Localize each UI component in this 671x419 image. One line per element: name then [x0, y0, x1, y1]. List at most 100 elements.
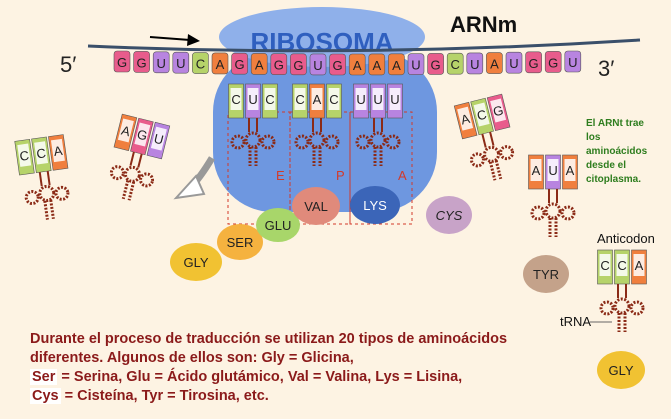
trna-nucleotide-face	[372, 88, 384, 110]
trna-anticodon-letter: U	[390, 92, 399, 107]
trna-anticodon-stem	[548, 189, 558, 203]
trna-nucleotide-face	[530, 159, 542, 181]
amino-acid-gly	[170, 243, 222, 281]
trna-nucleotide-face	[616, 254, 628, 276]
trna-left-loop	[24, 190, 40, 206]
site-p-label: P	[336, 168, 345, 183]
trna-center-loop	[483, 145, 501, 163]
trna-center-loop	[308, 131, 326, 149]
amino-acid-gly-right	[597, 351, 645, 389]
trna-right-loop	[324, 134, 340, 150]
trna-anticodon-stem	[373, 118, 383, 132]
trna-nucleotide-face	[328, 88, 340, 110]
mrna-nucleotide-label: U	[509, 56, 518, 71]
amino-acid-ser	[217, 224, 263, 260]
mrna-nucleotide	[427, 53, 444, 75]
site-e-label: E	[276, 168, 285, 183]
mrna-nucleotide-label: C	[451, 57, 460, 72]
mrna-nucleotide-label: G	[293, 58, 303, 73]
trna-acceptor-stem	[312, 147, 322, 166]
mrna-nucleotide	[211, 52, 229, 75]
trna-anticodon-letter: A	[635, 258, 644, 273]
trna-anticodon-letter: U	[373, 92, 382, 107]
trna-center-loop	[244, 131, 262, 149]
trna-nucleotide-face	[17, 143, 32, 167]
mrna-nucleotide	[466, 52, 484, 75]
mrna-nucleotide	[152, 51, 170, 74]
trna-left-loop	[294, 134, 310, 150]
note-line-3: aminoácidos	[586, 146, 648, 157]
trna-nucleotide-face	[389, 88, 401, 110]
trna-anticodon-letter: U	[548, 163, 557, 178]
trna-acceptor-stem	[488, 160, 503, 181]
trna-nucleotide-face	[50, 138, 65, 163]
trna-anticodon-letter: C	[475, 107, 488, 124]
mrna-nucleotide	[290, 53, 307, 76]
mrna-nucleotide-label: U	[313, 58, 322, 73]
trna-nucleotide-face	[264, 88, 276, 110]
trna-right-loop	[139, 172, 155, 188]
exit-arrow	[173, 156, 216, 200]
mrna-nucleotide	[348, 53, 366, 76]
trna-nucleotide-face	[294, 88, 306, 110]
trna-anticodon-letter: C	[231, 92, 240, 107]
caption-cys: Cys	[30, 388, 61, 404]
caption-part-2: = Serina, Glu = Ácido glutámico, Val = V…	[57, 369, 463, 385]
mrna-nucleotide	[388, 53, 405, 76]
mrna-nucleotide-label: A	[216, 57, 225, 72]
trna-anticodon-letter: A	[566, 163, 575, 178]
trna-nucleotide-face	[134, 122, 151, 147]
trna-nucleotide-face	[457, 106, 474, 131]
trna-acceptor-stem	[248, 147, 258, 166]
mrna-nucleotide	[368, 53, 386, 76]
mrna-nucleotide	[525, 51, 542, 74]
note-line-1: El ARNt trae	[586, 118, 644, 129]
trna-anticodon-letter: G	[136, 127, 149, 144]
amino-acid-glu-label: GLU	[265, 218, 292, 233]
trna-anticodon-letter: A	[313, 92, 322, 107]
mrna-nucleotide	[133, 51, 150, 73]
amino-acid-chain: GLY SER GLU VAL LYS CYS TYR GLY	[170, 186, 645, 389]
trna-anticodon-stem	[129, 151, 143, 168]
mrna-nucleotide-label: G	[117, 55, 127, 70]
mrna-nucleotide	[564, 50, 582, 73]
caption-part-3: = Cisteína, Tyr = Tirosina, etc.	[60, 388, 269, 404]
mrna-nucleotide-label: U	[470, 57, 479, 72]
amino-acid-val	[292, 187, 340, 225]
trna-nucleotide-face	[599, 254, 611, 276]
trna-right-loop	[54, 185, 70, 201]
ribosome-large-subunit	[213, 52, 437, 212]
trna-anticodon-letter: C	[35, 145, 46, 161]
trna-nucleotide-face	[150, 126, 167, 151]
mrna-nucleotide	[407, 53, 425, 75]
trna-anticodon-letter: U	[152, 131, 165, 148]
amino-acid-val-label: VAL	[304, 199, 328, 214]
trna-center-loop	[38, 184, 56, 202]
mrna-nucleotide	[231, 52, 248, 75]
mrna-nucleotide-label: A	[255, 57, 264, 72]
trna-anticodon-letter: A	[459, 111, 471, 128]
mrna-nucleotide	[446, 52, 464, 75]
trna-acceptor-stem	[373, 147, 383, 166]
caption: Durante el proceso de traducción se util…	[30, 330, 510, 406]
mrna-strand	[87, 38, 641, 53]
ribosome-title: RIBOSOMA	[251, 27, 394, 57]
note-line-4: desde el	[586, 160, 626, 171]
mrna-nucleotide	[250, 53, 268, 75]
trna-center-loop	[123, 165, 141, 183]
trna-nucleotide-face	[34, 141, 49, 165]
mrna-nucleotide	[270, 53, 288, 75]
trna-anticodon-letter: C	[265, 92, 274, 107]
trna-anticodon-letter: A	[120, 123, 132, 140]
trna-nucleotide-face	[311, 88, 323, 110]
trna-center-loop	[369, 131, 387, 149]
trna-anticodon-letter: A	[532, 163, 541, 178]
mrna-nucleotide-label: A	[372, 58, 381, 73]
trna-nucleotide-face	[547, 159, 559, 181]
amino-acid-lys-label: LYS	[363, 198, 387, 213]
